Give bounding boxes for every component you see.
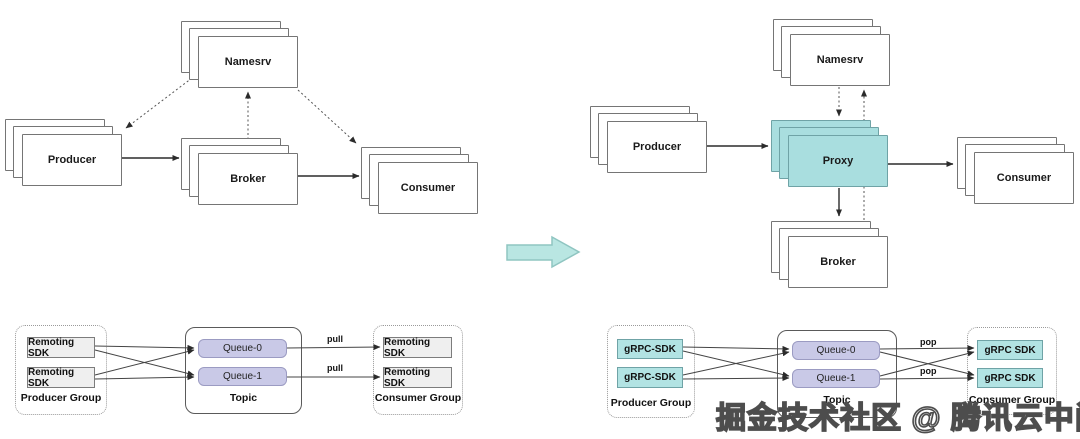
pop-label: pop — [920, 366, 937, 376]
grpc-sdk-box: gRPC-SDK — [617, 367, 683, 388]
consumer-group-container-left — [373, 325, 463, 415]
sdk-label: gRPC SDK — [984, 372, 1036, 384]
node-label: Consumer — [400, 182, 456, 194]
node-label: Consumer — [996, 172, 1052, 184]
queue-1-box-right: Queue-1 — [792, 369, 880, 388]
queue-label: Queue-0 — [816, 345, 856, 356]
broker-node-right: Broker — [788, 236, 888, 288]
sdk-label: gRPC-SDK — [624, 372, 676, 383]
pull-label: pull — [327, 334, 343, 344]
topic-container-left — [185, 327, 302, 414]
broker-node-left: Broker — [198, 153, 298, 205]
remoting-sdk-box: Remoting SDK — [383, 366, 452, 389]
node-label: Broker — [820, 256, 856, 268]
sdk-label: gRPC SDK — [984, 344, 1036, 356]
producer-node-left: Producer — [22, 134, 122, 186]
topic-label-left: Topic — [229, 392, 258, 404]
topic-container-right — [777, 330, 897, 418]
pop-label: pop — [920, 337, 937, 347]
edge-namesrv-to-consumer-left — [297, 89, 357, 144]
watermark-text: 掘金技术社区 @ 腾讯云中间件 — [715, 401, 1080, 436]
sdk-label: Remoting SDK — [384, 336, 431, 359]
queue-label: Queue-1 — [223, 371, 262, 382]
edge-namesrv-to-producer-left — [125, 77, 193, 129]
proxy-stack: Proxy — [771, 120, 889, 188]
node-label: Producer — [47, 154, 97, 166]
sdk-label: Remoting SDK — [28, 336, 75, 359]
queue-label: Queue-1 — [816, 373, 856, 384]
consumer-group-label-right: Consumer Group — [968, 394, 1056, 406]
proxy-node: Proxy — [788, 135, 888, 187]
consumer-node-left: Consumer — [378, 162, 478, 214]
node-label: Namesrv — [224, 56, 272, 68]
consumer-stack-right: Consumer — [957, 137, 1075, 205]
node-label: Proxy — [822, 155, 854, 167]
namesrv-stack-right: Namesrv — [773, 19, 891, 87]
edge-sdk2-queue0-right — [682, 350, 790, 376]
edge-queue1-pop-sdk1 — [879, 350, 975, 377]
grpc-sdk-box: gRPC SDK — [977, 368, 1043, 388]
edge-queue0-pull — [286, 344, 381, 351]
topic-label-right: Topic — [823, 394, 851, 406]
producer-group-container-right — [607, 325, 695, 418]
transition-arrow — [506, 235, 581, 269]
consumer-group-label-left: Consumer Group — [374, 392, 462, 404]
remoting-sdk-box: Remoting SDK — [383, 336, 452, 359]
edge-queue1-pop-sdk2 — [879, 375, 975, 382]
queue-label: Queue-0 — [223, 343, 262, 354]
node-label: Broker — [230, 173, 266, 185]
namesrv-node-left: Namesrv — [198, 36, 298, 88]
broker-stack-right: Broker — [771, 221, 889, 289]
producer-group-container-left — [15, 325, 107, 415]
namesrv-stack-left: Namesrv — [181, 21, 299, 89]
node-label: Namesrv — [816, 54, 864, 66]
grpc-sdk-box: gRPC-SDK — [617, 339, 683, 359]
queue-1-box-left: Queue-1 — [198, 367, 287, 386]
queue-0-box-right: Queue-0 — [792, 341, 880, 360]
grpc-sdk-box: gRPC SDK — [977, 340, 1043, 360]
edge-sdk1-queue0-right — [682, 345, 790, 352]
edge-queue0-pop-sdk1 — [879, 345, 975, 352]
sdk-label: Remoting SDK — [28, 366, 75, 389]
sdk-label: gRPC-SDK — [624, 343, 676, 355]
producer-group-label-left: Producer Group — [20, 392, 102, 404]
producer-group-label-right: Producer Group — [610, 397, 692, 409]
broker-stack-left: Broker — [181, 138, 299, 206]
edge-sdk2-queue0-left — [94, 348, 195, 376]
namesrv-node-right: Namesrv — [790, 34, 890, 86]
edge-sdk2-queue1-right — [682, 375, 790, 382]
node-label: Producer — [632, 141, 682, 153]
producer-stack-left: Producer — [5, 119, 123, 187]
queue-0-box-left: Queue-0 — [198, 339, 287, 358]
pull-label: pull — [327, 363, 343, 373]
sdk-label: Remoting SDK — [384, 366, 431, 389]
producer-stack-right: Producer — [590, 106, 708, 174]
consumer-node-right: Consumer — [974, 152, 1074, 204]
producer-node-right: Producer — [607, 121, 707, 173]
edge-sdk2-queue1-left — [94, 374, 195, 381]
edge-sdk1-queue0-left — [94, 344, 195, 351]
remoting-sdk-box: Remoting SDK — [27, 336, 95, 359]
consumer-stack-left: Consumer — [361, 147, 479, 215]
remoting-sdk-box: Remoting SDK — [27, 366, 95, 389]
